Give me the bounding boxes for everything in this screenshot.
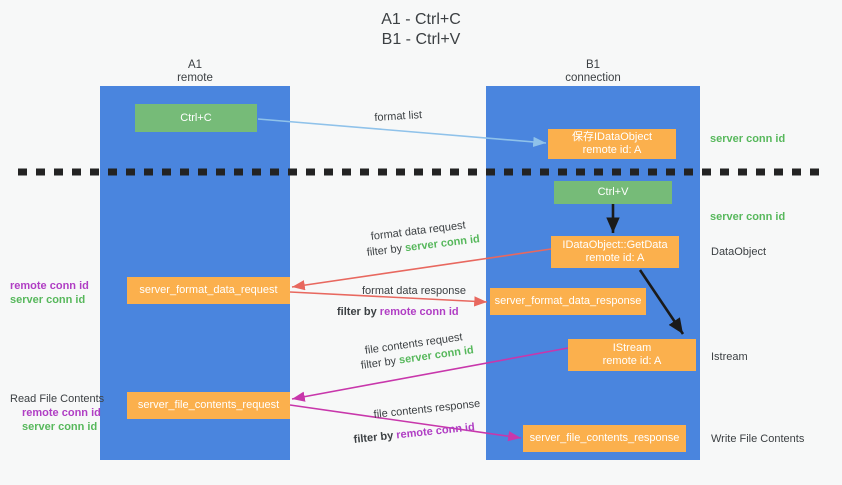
title-line-1: A1 - Ctrl+C (381, 11, 461, 28)
filter-prefix-3: filter by (360, 354, 400, 372)
box-idataobject-getdata[interactable]: IDataObject::GetData remote id: A (551, 236, 679, 268)
lane-b1-sub: connection (565, 72, 621, 84)
box-istream-line2: remote id: A (602, 355, 662, 367)
box-ctrl-c[interactable]: Ctrl+C (135, 104, 257, 132)
box-istream[interactable]: IStream remote id: A (568, 339, 696, 371)
filter-key-remote-conn-id-2: remote conn id (395, 421, 476, 442)
note-right-server-conn-id-2: server conn id (710, 211, 786, 223)
box-save-idataobject-line2: remote id: A (582, 144, 642, 156)
label-format-list: format list (374, 109, 423, 124)
box-fmt-resp-label: server_format_data_response (494, 295, 642, 307)
box-fmt-req-label: server_format_data_request (139, 284, 278, 296)
box-server-file-contents-response[interactable]: server_file_contents_response (523, 425, 686, 452)
lane-header-a1: A1 remote (100, 59, 290, 85)
lane-a1-sub: remote (177, 72, 213, 84)
box-getdata-line1: IDataObject::GetData (562, 239, 668, 251)
filter-prefix-4: filter by (353, 429, 397, 446)
note-fmt-remote-conn-id: remote conn id (10, 280, 89, 292)
label-file-contents-response-filter: filter by remote conn id (353, 420, 475, 447)
note-read-file-contents-group: Read File Contents remote conn id server… (10, 392, 104, 434)
box-ctrl-v-label: Ctrl+V (597, 186, 629, 198)
box-istream-line1: IStream (612, 342, 652, 354)
note-format-conn-ids: remote conn id server conn id (10, 279, 89, 307)
filter-prefix-1: filter by (366, 242, 406, 259)
note-read-file-contents: Read File Contents (10, 393, 105, 405)
box-server-format-data-response[interactable]: server_format_data_response (490, 288, 646, 315)
box-ctrl-c-label: Ctrl+C (180, 111, 212, 124)
box-getdata-line2: remote id: A (585, 252, 645, 264)
box-server-file-contents-request[interactable]: server_file_contents_request (127, 392, 290, 419)
title-line-2: B1 - Ctrl+V (381, 31, 461, 48)
lane-header-b1: B1 connection (486, 59, 700, 85)
box-file-req-label: server_file_contents_request (137, 399, 280, 411)
note-right-dataobject: DataObject (711, 246, 767, 258)
label-file-contents-response: file contents response (373, 397, 481, 421)
filter-prefix-2: filter by (337, 306, 380, 318)
lane-a1-name: A1 (187, 59, 203, 71)
note-right-write-file-contents: Write File Contents (711, 433, 805, 445)
note-right-server-conn-id-1: server conn id (710, 133, 786, 145)
note-file-remote-conn-id: remote conn id (22, 407, 101, 419)
box-ctrl-v[interactable]: Ctrl+V (554, 181, 672, 204)
note-right-istream: Istream (711, 351, 748, 363)
box-save-idataobject-line1: 保存IDataObject (571, 131, 653, 143)
note-file-server-conn-id: server conn id (22, 421, 98, 433)
box-server-format-data-request[interactable]: server_format_data_request (127, 277, 290, 304)
note-fmt-server-conn-id: server conn id (10, 294, 86, 306)
box-file-resp-label: server_file_contents_response (529, 432, 680, 444)
lane-b1-name: B1 (585, 59, 601, 71)
label-format-data-response-filter: filter by remote conn id (337, 305, 459, 319)
filter-key-remote-conn-id-1: remote conn id (379, 306, 459, 318)
box-save-idataobject[interactable]: 保存IDataObject remote id: A (548, 129, 676, 159)
label-format-data-response: format data response (362, 285, 466, 297)
diagram-title: A1 - Ctrl+C B1 - Ctrl+V (0, 10, 842, 50)
